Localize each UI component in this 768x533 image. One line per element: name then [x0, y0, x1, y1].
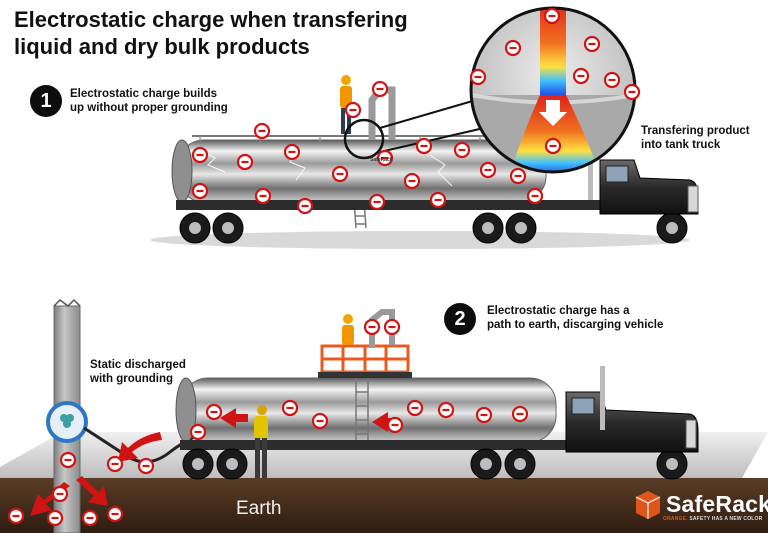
brand-tagline: ORANGE. SAFETY HAS A NEW COLOR — [663, 516, 762, 522]
inset-caption: Transfering product into tank truck — [641, 124, 750, 152]
brand-tagline-rest: SAFETY HAS A NEW COLOR — [687, 516, 763, 522]
step-2-caption-line-2: path to earth, discarging vehicle — [487, 319, 664, 331]
charge-markers — [7, 7, 641, 527]
step-1-badge: 1 — [30, 85, 62, 117]
title-line-2: liquid and dry bulk products — [14, 34, 310, 59]
step-2-badge: 2 — [444, 303, 476, 335]
page-title: Electrostatic charge when transfering li… — [14, 6, 484, 60]
step-1-caption-line-2: up without proper grounding — [70, 102, 228, 114]
grounding-caption-line-2: with grounding — [90, 373, 174, 385]
saferack-brand: SafeRack — [636, 491, 768, 518]
step-2-caption-line-1: Electrostatic charge has a — [487, 305, 630, 317]
inset-caption-line-2: into tank truck — [641, 139, 721, 151]
inset-caption-line-1: Transfering product — [641, 125, 750, 137]
earth-label: Earth — [236, 498, 282, 519]
tank-brand-text: SafeRack — [370, 157, 393, 163]
scene-2-grounded-truck — [0, 298, 768, 533]
scene-1-ungrounded-truck — [150, 75, 699, 249]
title-line-1: Electrostatic charge when transfering — [14, 7, 408, 32]
brand-name: SafeRack — [666, 491, 768, 517]
step-1-caption: Electrostatic charge builds up without p… — [70, 87, 228, 115]
brand-tagline-accent: ORANGE. — [663, 516, 688, 522]
grounding-caption-line-1: Static discharged — [90, 359, 186, 371]
step-2-caption: Electrostatic charge has a path to earth… — [487, 304, 663, 332]
step-1-caption-line-1: Electrostatic charge builds — [70, 88, 217, 100]
saferack-logo-icon — [635, 491, 661, 519]
grounding-caption: Static discharged with grounding — [90, 358, 186, 386]
